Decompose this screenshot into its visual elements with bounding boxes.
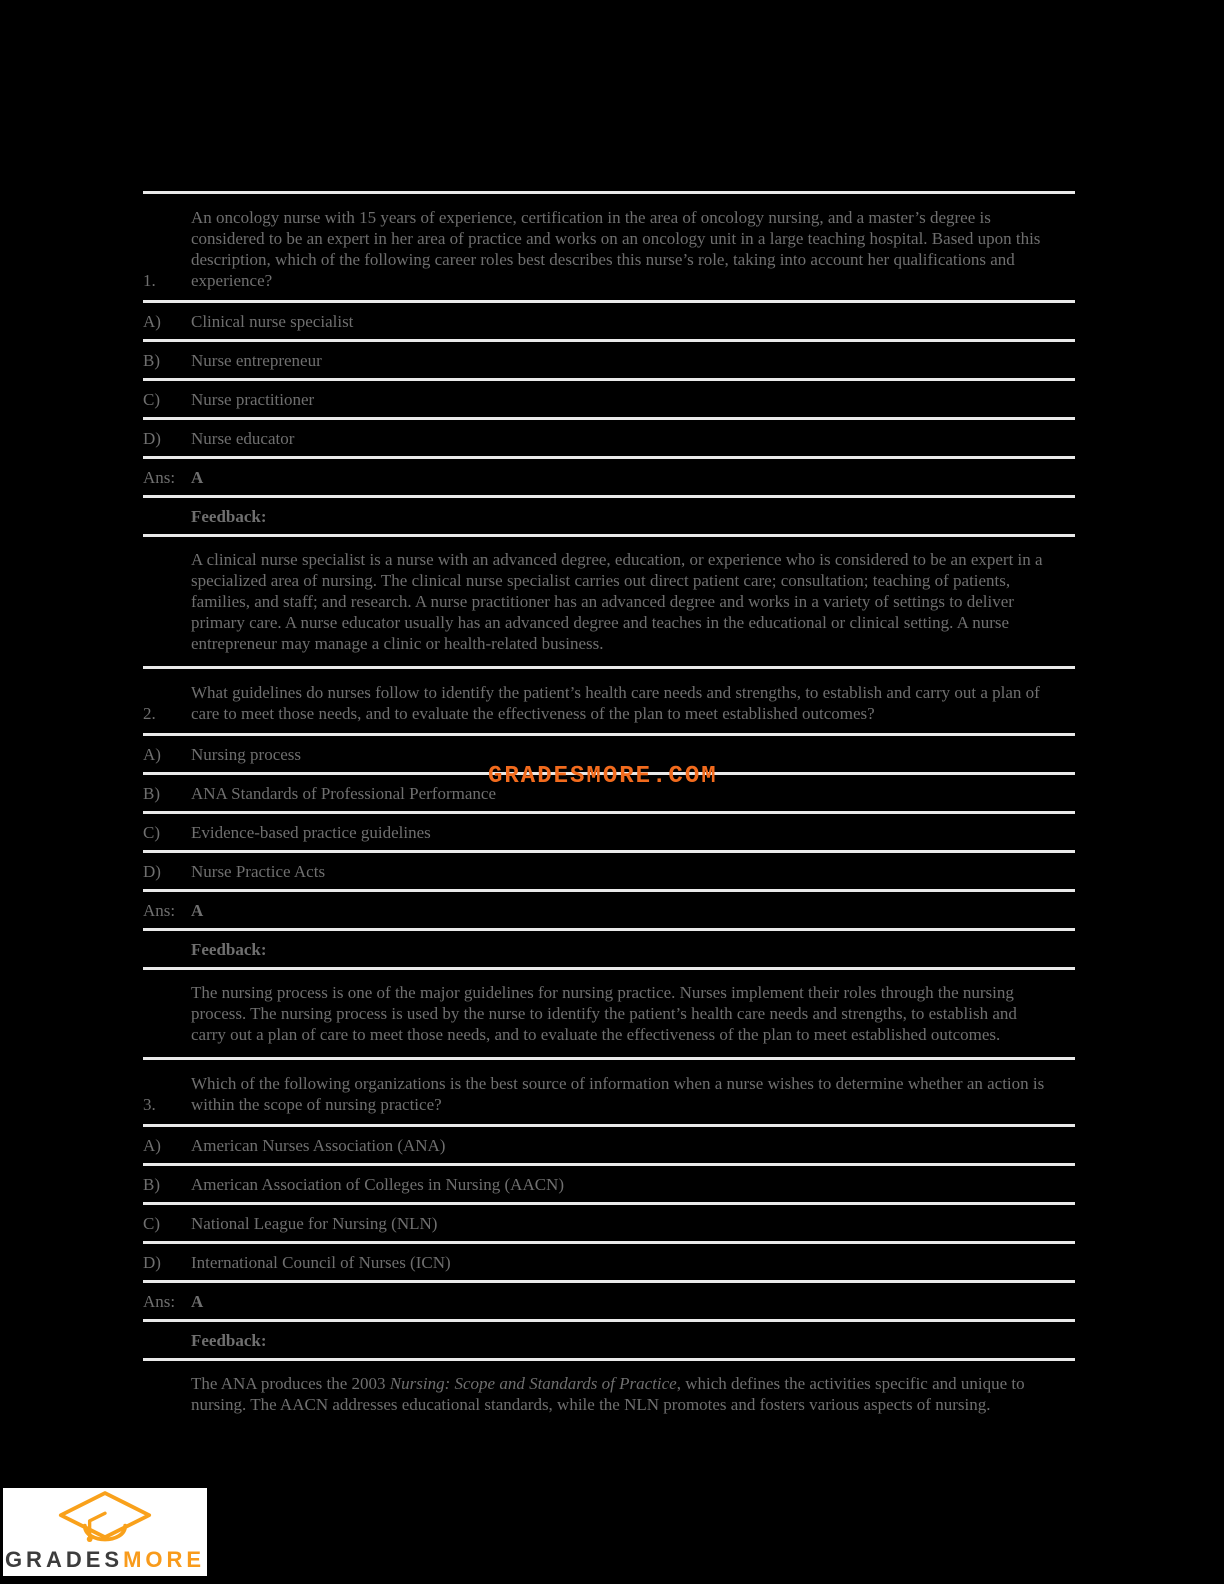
option-text: National League for Nursing (NLN) bbox=[191, 1213, 438, 1233]
feedback-text-italic: Nursing: Scope and Standards of Practice bbox=[389, 1374, 677, 1393]
answer-label: Ans: bbox=[143, 1291, 176, 1311]
option-text: ANA Standards of Professional Performanc… bbox=[191, 783, 496, 803]
option-text: American Nurses Association (ANA) bbox=[191, 1135, 446, 1155]
option-row: B) Nurse entrepreneur bbox=[143, 339, 1075, 378]
option-label: D) bbox=[143, 1252, 161, 1272]
option-row: A) Nursing process bbox=[143, 733, 1075, 772]
option-text: Nurse practitioner bbox=[191, 389, 315, 409]
question-number: 3. bbox=[143, 1095, 156, 1114]
option-text: Nurse entrepreneur bbox=[191, 350, 322, 370]
option-row: B) American Association of Colleges in N… bbox=[143, 1163, 1075, 1202]
site-watermark: GRADESMORE.COM bbox=[488, 763, 718, 790]
option-label: A) bbox=[143, 744, 161, 764]
question-row: 2. What guidelines do nurses follow to i… bbox=[143, 666, 1075, 733]
option-label: B) bbox=[143, 350, 160, 370]
option-row: D) Nurse educator bbox=[143, 417, 1075, 456]
logo-text-grades: GRADES bbox=[4, 1547, 124, 1572]
graduation-cap-icon bbox=[58, 1491, 152, 1543]
feedback-text-row: The nursing process is one of the major … bbox=[143, 967, 1075, 1057]
feedback-text-pre: The ANA produces the 2003 bbox=[191, 1374, 390, 1393]
answer-value: A bbox=[191, 1291, 204, 1311]
answer-value: A bbox=[191, 467, 204, 487]
feedback-text: The ANA produces the 2003 Nursing: Scope… bbox=[191, 1361, 1075, 1427]
feedback-text-row: The ANA produces the 2003 Nursing: Scope… bbox=[143, 1358, 1075, 1427]
question-text: An oncology nurse with 15 years of exper… bbox=[191, 208, 1041, 290]
spacer-cell bbox=[143, 931, 191, 967]
spacer-cell bbox=[143, 1322, 191, 1358]
logo-wordmark: GRADESMORE bbox=[3, 1547, 207, 1573]
question-text: What guidelines do nurses follow to iden… bbox=[191, 683, 1040, 723]
option-text: Nurse Practice Acts bbox=[191, 861, 326, 881]
option-row: C) Evidence-based practice guidelines bbox=[143, 811, 1075, 850]
option-text: American Association of Colleges in Nurs… bbox=[191, 1174, 564, 1194]
feedback-text: A clinical nurse specialist is a nurse w… bbox=[191, 550, 1043, 653]
feedback-label: Feedback: bbox=[191, 506, 267, 526]
question-table: 1. An oncology nurse with 15 years of ex… bbox=[143, 191, 1075, 1427]
option-label: C) bbox=[143, 822, 160, 842]
feedback-label-row: Feedback: bbox=[143, 1319, 1075, 1358]
option-label: C) bbox=[143, 1213, 160, 1233]
spacer-cell bbox=[143, 1361, 191, 1427]
logo-text-more: MORE bbox=[123, 1547, 206, 1572]
feedback-label: Feedback: bbox=[191, 1330, 267, 1350]
spacer-cell bbox=[143, 498, 191, 534]
option-label: C) bbox=[143, 389, 160, 409]
answer-row: Ans: A bbox=[143, 889, 1075, 928]
question-number: 2. bbox=[143, 704, 156, 723]
question-row: 3. Which of the following organizations … bbox=[143, 1057, 1075, 1124]
option-text: Nursing process bbox=[191, 744, 302, 764]
gradesmore-logo: GRADESMORE bbox=[3, 1488, 207, 1576]
feedback-label: Feedback: bbox=[191, 939, 267, 959]
question-number: 1. bbox=[143, 271, 156, 290]
answer-value: A bbox=[191, 900, 204, 920]
option-text: Nurse educator bbox=[191, 428, 295, 448]
option-row: C) Nurse practitioner bbox=[143, 378, 1075, 417]
option-text: International Council of Nurses (ICN) bbox=[191, 1252, 451, 1272]
option-row: C) National League for Nursing (NLN) bbox=[143, 1202, 1075, 1241]
option-row: A) Clinical nurse specialist bbox=[143, 300, 1075, 339]
spacer-cell bbox=[143, 970, 191, 1057]
option-row: A) American Nurses Association (ANA) bbox=[143, 1124, 1075, 1163]
spacer-cell bbox=[143, 537, 191, 666]
answer-label: Ans: bbox=[143, 900, 176, 920]
option-text: Clinical nurse specialist bbox=[191, 311, 354, 331]
option-row: D) Nurse Practice Acts bbox=[143, 850, 1075, 889]
option-label: A) bbox=[143, 1135, 161, 1155]
feedback-text-post: , which defines the activities specific … bbox=[191, 1374, 1025, 1414]
feedback-label-row: Feedback: bbox=[143, 495, 1075, 534]
option-label: D) bbox=[143, 861, 161, 881]
option-label: A) bbox=[143, 311, 161, 331]
option-label: B) bbox=[143, 1174, 160, 1194]
answer-row: Ans: A bbox=[143, 1280, 1075, 1319]
feedback-text-row: A clinical nurse specialist is a nurse w… bbox=[143, 534, 1075, 666]
question-text: Which of the following organizations is … bbox=[191, 1074, 1045, 1114]
option-row: B) ANA Standards of Professional Perform… bbox=[143, 772, 1075, 811]
option-text: Evidence-based practice guidelines bbox=[191, 822, 431, 842]
question-row: 1. An oncology nurse with 15 years of ex… bbox=[143, 191, 1075, 300]
answer-row: Ans: A bbox=[143, 456, 1075, 495]
feedback-text: The nursing process is one of the major … bbox=[191, 983, 1017, 1044]
option-label: D) bbox=[143, 428, 161, 448]
option-row: D) International Council of Nurses (ICN) bbox=[143, 1241, 1075, 1280]
feedback-label-row: Feedback: bbox=[143, 928, 1075, 967]
answer-label: Ans: bbox=[143, 467, 176, 487]
option-label: B) bbox=[143, 783, 160, 803]
